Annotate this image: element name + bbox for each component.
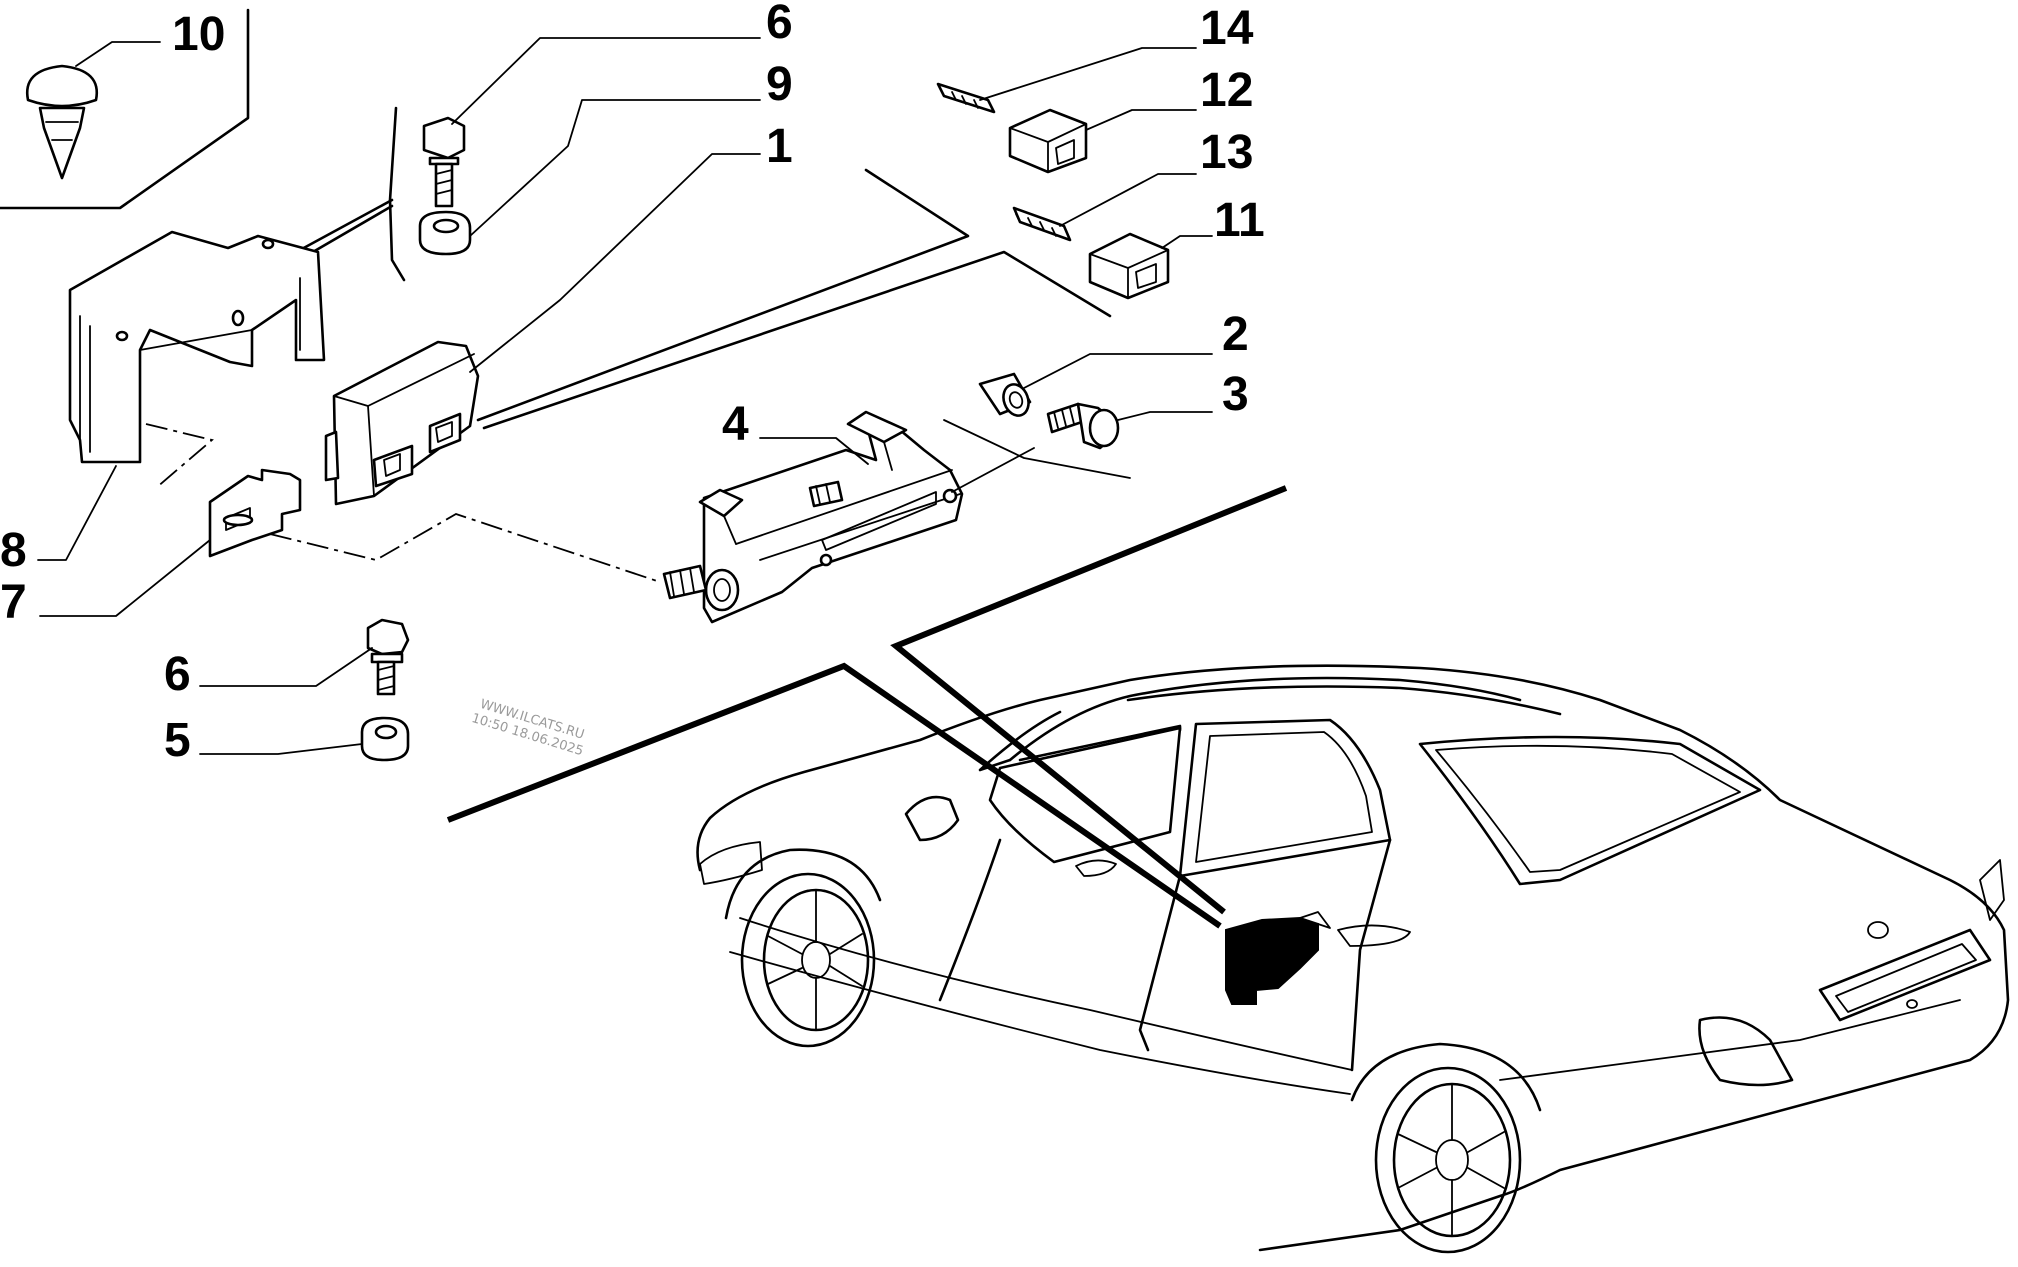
leader-11 (1161, 235, 1213, 249)
callout-14: 14 (1200, 2, 1254, 55)
part-12-connector (1008, 108, 1088, 174)
callout-6-bottom: 6 (164, 648, 191, 701)
leader-13 (1059, 173, 1197, 227)
leader-10 (75, 41, 161, 67)
leader-4b (951, 447, 1035, 493)
part-6-bolt-bottom (366, 618, 410, 696)
leader-14 (979, 47, 1197, 101)
leader-7 (39, 539, 211, 617)
callout-10: 10 (172, 8, 225, 61)
leader-5 (199, 743, 363, 755)
callout-7: 7 (0, 576, 27, 629)
callout-9: 9 (766, 58, 793, 111)
part-6-bolt-top (422, 116, 466, 208)
leader-1 (469, 153, 761, 373)
callout-12: 12 (1200, 64, 1253, 117)
part-11-connector (1088, 232, 1170, 300)
leader-9 (469, 99, 761, 237)
part-8-cover (68, 230, 326, 464)
frame-line-bracket-link2 (304, 204, 394, 258)
frame-line-10 (0, 8, 250, 210)
frame-line-bracket-link (298, 198, 394, 252)
callout-5: 5 (164, 714, 191, 767)
leader-4 (759, 437, 869, 465)
part-14-terminal (936, 82, 996, 114)
frame-line-4 (943, 419, 1131, 479)
leader-2 (1023, 353, 1213, 389)
leader-6a (451, 37, 761, 125)
part-4-bracket (662, 410, 964, 624)
callout-1: 1 (766, 120, 793, 173)
leader-6b (199, 647, 373, 687)
callout-6-top: 6 (766, 0, 793, 49)
part-3-bolt (1046, 402, 1120, 450)
leader-3 (1117, 411, 1213, 421)
watermark: WWW.ILCATS.RU 10:50 18.06.2025 (470, 697, 586, 759)
callout-2: 2 (1222, 308, 1249, 361)
callout-4: 4 (722, 398, 749, 451)
frame-line-bracket (388, 106, 406, 282)
frame-line-1b (482, 250, 1112, 430)
part-1-control-unit (324, 340, 480, 506)
callout-13: 13 (1200, 126, 1253, 179)
part-9-nut (418, 210, 472, 256)
callout-11: 11 (1214, 194, 1265, 247)
part-13-terminal (1012, 206, 1072, 242)
part-10-clip (25, 64, 99, 180)
assembly-dashline-7 (269, 513, 661, 583)
callout-8: 8 (0, 524, 27, 577)
part-5-nut (360, 716, 410, 762)
callout-frame-upper (890, 485, 1288, 915)
leader-8 (37, 465, 117, 561)
part-2-sleeve (978, 372, 1032, 417)
callout-frame-lower (446, 662, 1222, 929)
frame-line-1a (476, 168, 970, 422)
leader-12 (1085, 109, 1197, 131)
assembly-dashline-8 (145, 423, 214, 489)
callout-3: 3 (1222, 368, 1249, 421)
part-7-plate (208, 468, 302, 558)
car-illustration (696, 664, 2010, 1254)
